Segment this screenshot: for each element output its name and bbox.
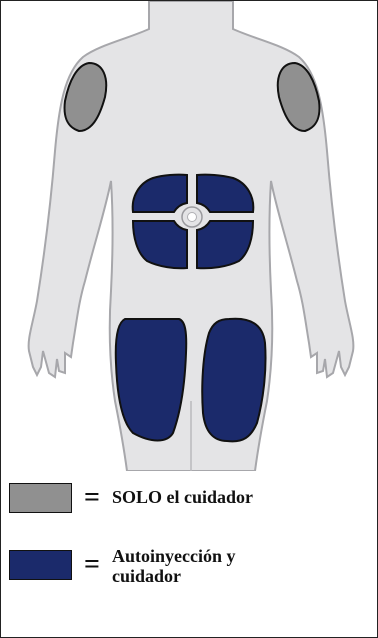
legend-caregiver-only: = SOLO el cuidador bbox=[9, 483, 272, 513]
gray-swatch-icon bbox=[9, 483, 72, 513]
body-silhouette bbox=[27, 1, 355, 471]
left-upper-arm-site bbox=[276, 61, 321, 133]
abdomen-lower-right-site bbox=[196, 220, 255, 270]
right-upper-arm-site bbox=[63, 61, 108, 133]
legend-self-and-caregiver-label: Autoinyección y cuidador bbox=[112, 546, 236, 586]
legend-equals-sign: = bbox=[84, 549, 100, 580]
legend-equals-sign: = bbox=[84, 482, 100, 513]
navy-swatch-icon bbox=[9, 550, 72, 580]
left-thigh-site bbox=[201, 317, 267, 443]
navel-center bbox=[187, 212, 197, 222]
human-body-figure bbox=[27, 1, 355, 471]
legend-self-and-caregiver: = Autoinyección y cuidador bbox=[9, 546, 272, 586]
legend-caregiver-only-label: SOLO el cuidador bbox=[112, 487, 254, 507]
abdomen-lower-left-site bbox=[131, 220, 188, 270]
right-thigh-site bbox=[114, 318, 188, 442]
abdomen-upper-right-site bbox=[196, 173, 255, 213]
abdomen-upper-left-site bbox=[131, 173, 188, 213]
